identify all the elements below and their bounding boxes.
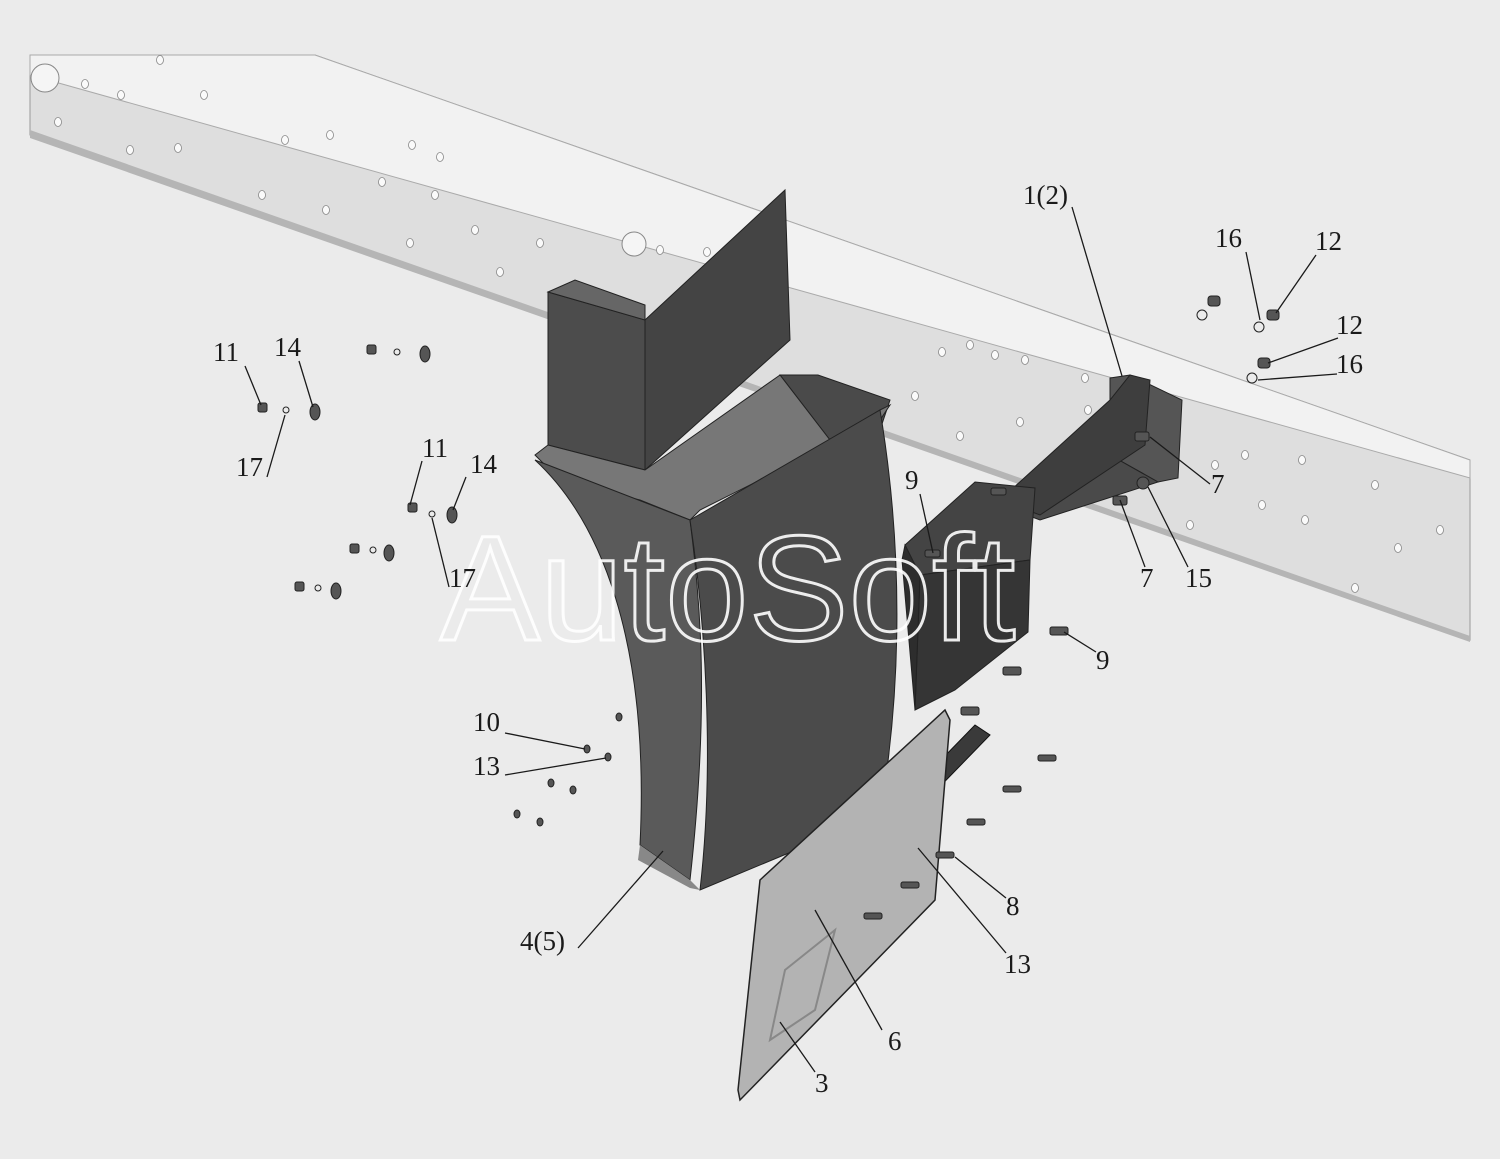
callout-14-upper: 14	[274, 332, 302, 362]
frame-hole	[1211, 460, 1219, 470]
frame-hole	[431, 190, 439, 200]
frame-hole	[81, 79, 89, 89]
bracket-part-1-2	[901, 374, 1183, 711]
frame-holes	[54, 55, 1444, 593]
callout-11-upper: 11	[213, 337, 239, 367]
frame-hole	[1081, 373, 1089, 383]
frame-hole	[322, 205, 330, 215]
frame-hole	[536, 238, 544, 248]
frame-hole	[1394, 543, 1402, 553]
frame-hole	[54, 117, 62, 127]
frame-hole	[656, 245, 664, 255]
callout-17-lower: 17	[449, 563, 476, 593]
callout-16-mid: 16	[1336, 349, 1363, 379]
frame-hole	[1084, 405, 1092, 415]
callout-13-left: 13	[473, 751, 500, 781]
callout-8: 8	[1006, 891, 1020, 921]
callout-12-top: 12	[1315, 226, 1342, 256]
callout-11-lower: 11	[422, 433, 448, 463]
frame-hole	[1258, 500, 1266, 510]
callout-15: 15	[1185, 563, 1212, 593]
frame-hole	[471, 225, 479, 235]
callout-7-right: 7	[1211, 469, 1225, 499]
callout-1-2: 1(2)	[1023, 180, 1068, 210]
frame-hole	[1436, 525, 1444, 535]
leader-lines	[244, 206, 1339, 1073]
mudguard-part-4-5	[534, 188, 898, 891]
callout-9-lower: 9	[1096, 645, 1110, 675]
frame-hole	[200, 90, 208, 100]
watermark-text: AutoSoft	[440, 504, 1015, 672]
frame-hole	[1371, 480, 1379, 490]
frame-hole	[1186, 520, 1194, 530]
frame-hole	[378, 177, 386, 187]
frame-hole	[436, 152, 444, 162]
callout-3: 3	[815, 1068, 829, 1098]
frame-hole	[1021, 355, 1029, 365]
callouts: 1(2) 16 12 12 16 7 7 15 9 9 11 14 17 11 …	[213, 180, 1363, 1098]
frame-hole	[326, 130, 334, 140]
frame-hole	[956, 431, 964, 441]
frame-hole	[911, 391, 919, 401]
callout-16-top: 16	[1215, 223, 1242, 253]
frame-hole	[408, 140, 416, 150]
callout-6: 6	[888, 1026, 902, 1056]
frame-hole	[406, 238, 414, 248]
callout-14-lower: 14	[470, 449, 498, 479]
plate-part-3	[737, 708, 951, 1102]
frame-hole	[1301, 515, 1309, 525]
frame-hole	[938, 347, 946, 357]
frame-hole	[156, 55, 164, 65]
frame-hole	[117, 90, 125, 100]
frame-hole	[1298, 455, 1306, 465]
frame-hole	[966, 340, 974, 350]
frame-hole	[174, 143, 182, 153]
frame-hole	[496, 267, 504, 277]
frame-hole	[703, 247, 711, 257]
frame-hole	[1016, 417, 1024, 427]
frame-hole	[1351, 583, 1359, 593]
callout-9-upper: 9	[905, 465, 919, 495]
callout-12-mid: 12	[1336, 310, 1363, 340]
frame-hole	[258, 190, 266, 200]
frame-hole	[1241, 450, 1249, 460]
frame-hole	[281, 135, 289, 145]
frame-hole	[991, 350, 999, 360]
callout-17-upper: 17	[236, 452, 263, 482]
callout-4-5: 4(5)	[520, 926, 565, 956]
frame-hole	[126, 145, 134, 155]
fasteners	[257, 295, 1280, 920]
callout-7-lower: 7	[1140, 563, 1154, 593]
callout-13-right: 13	[1004, 949, 1031, 979]
callout-10: 10	[473, 707, 500, 737]
